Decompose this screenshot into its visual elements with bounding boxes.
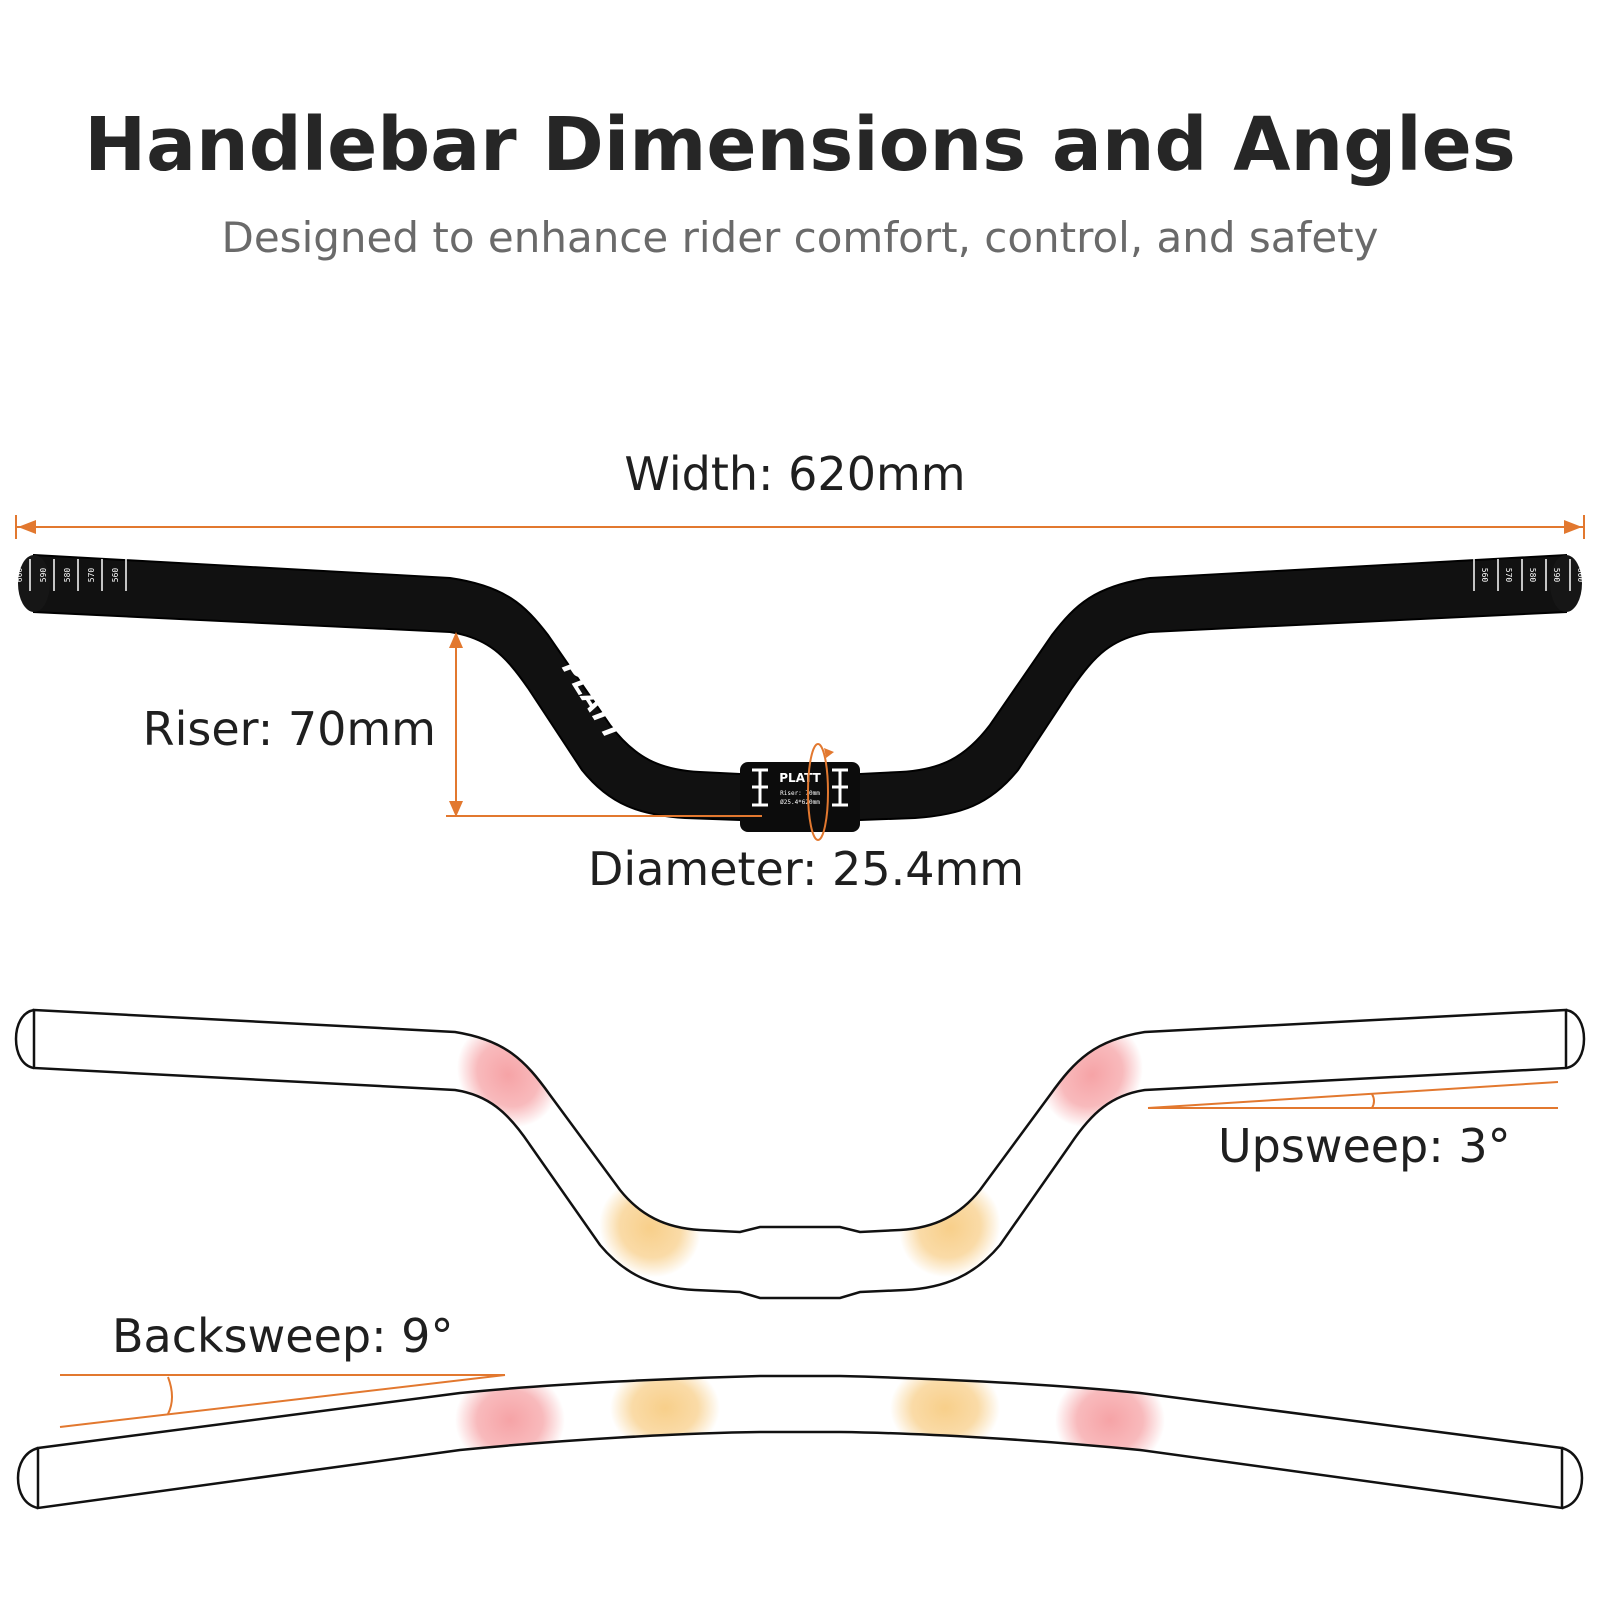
- handlebar-outline-top: [16, 1374, 1584, 1510]
- upsweep-label: Upsweep: 3°: [1218, 1119, 1511, 1173]
- grip-scale-label: 570: [87, 568, 96, 583]
- backsweep-label: Backsweep: 9°: [112, 1309, 453, 1363]
- grip-scale-label: 580: [63, 568, 72, 583]
- grip-scale-label: 560: [1480, 568, 1489, 583]
- diameter-rotation-marker: [807, 743, 834, 841]
- right-grip-scale: 600 590 580 570 560: [1473, 559, 1585, 591]
- page-subtitle: Designed to enhance rider comfort, contr…: [222, 213, 1379, 262]
- width-dimension-line: [15, 515, 1585, 539]
- left-grip-scale: 600 590 580 570 560: [15, 559, 127, 591]
- handlebar-photo: PLATT Riser: 70mm Ø25.4*620mm PLATT PLAT…: [15, 553, 1585, 832]
- clamp-alignment-marks: [752, 768, 848, 807]
- grip-scale-label: 580: [1528, 568, 1537, 583]
- page-title: Handlebar Dimensions and Angles: [84, 102, 1516, 188]
- grip-scale-label: 600: [15, 568, 24, 583]
- grip-scale-label: 590: [39, 568, 48, 583]
- clamp-section: [740, 762, 860, 832]
- diameter-label: Diameter: 25.4mm: [588, 842, 1024, 896]
- backsweep-angle-marker: [59, 1374, 506, 1428]
- grip-scale-label: 590: [1552, 568, 1561, 583]
- clamp-spec-size: Ø25.4*620mm: [780, 799, 820, 806]
- clamp-logo: PLATT: [779, 771, 821, 785]
- upsweep-angle-marker: [1147, 1081, 1559, 1109]
- grip-scale-label: 600: [1576, 568, 1585, 583]
- riser-dimension-line: [446, 632, 762, 817]
- riser-label: Riser: 70mm: [143, 702, 436, 756]
- clamp-spec-riser: Riser: 70mm: [780, 790, 820, 797]
- grip-scale-label: 570: [1504, 568, 1513, 583]
- grip-scale-label: 560: [111, 568, 120, 583]
- width-label: Width: 620mm: [624, 447, 965, 501]
